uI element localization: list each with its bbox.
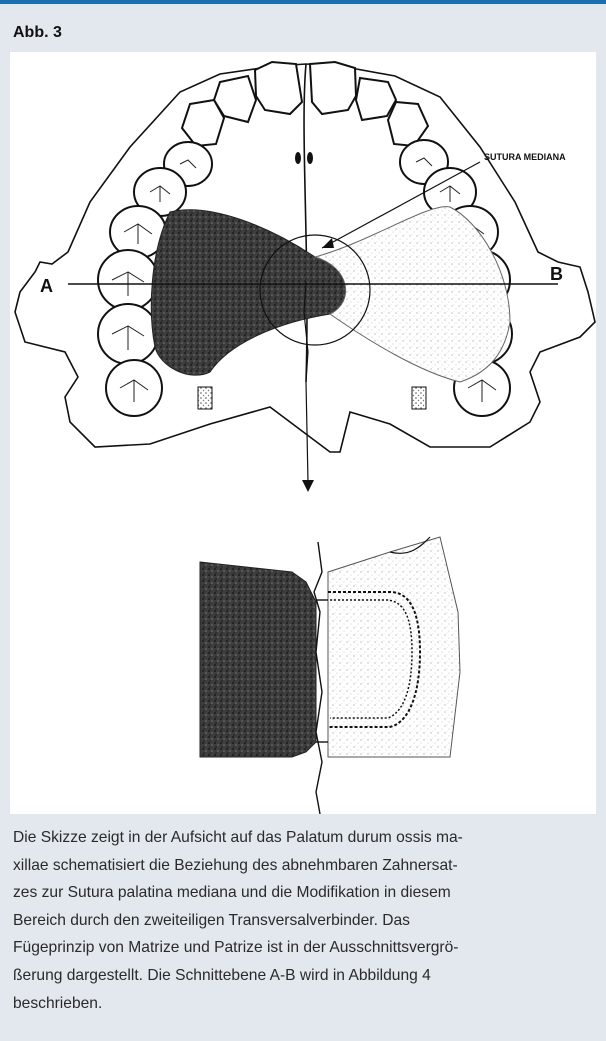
label-b: B <box>550 264 563 284</box>
caption-line: beschrieben. <box>13 990 595 1018</box>
caption-line: zes zur Sutura palatina mediana und die … <box>13 879 595 907</box>
caption-line: Bereich durch den zweiteiligen Transvers… <box>13 907 595 935</box>
sutura-label: SUTURA MEDIANA <box>484 152 566 162</box>
rest-right <box>412 387 426 409</box>
label-a: A <box>40 276 53 296</box>
figure-caption: Die Skizze zeigt in der Aufsicht auf das… <box>13 824 595 1017</box>
palate-illustration: A B SUTURA MEDIANA <box>10 52 596 814</box>
caption-line: ßerung dargestellt. Die Schnittebene A-B… <box>13 962 595 990</box>
figure-label: Abb. 3 <box>13 24 62 42</box>
caption-line: Die Skizze zeigt in der Aufsicht auf das… <box>13 824 595 852</box>
rest-left <box>198 387 212 409</box>
caption-line: xillae schematisiert die Beziehung des a… <box>13 852 595 880</box>
detail-enlargement <box>200 537 460 814</box>
figure-image: A B SUTURA MEDIANA <box>10 52 596 814</box>
caption-line: Fügeprinzip von Matrize und Patrize ist … <box>13 934 595 962</box>
